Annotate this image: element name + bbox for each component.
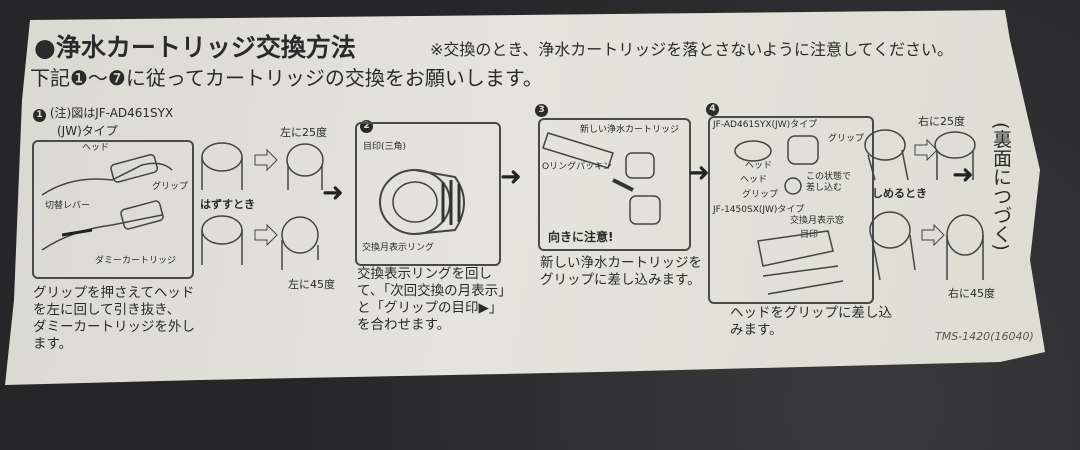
step2-description: 交換表示リングを回し て、「次回交換の月表示」 と「グリップの目印▶」 を合わせ… (357, 266, 512, 333)
label-grip: グリップ (828, 134, 865, 144)
step1-caption: 1 (注)図はJF-AD461SYX (JW)タイプ (33, 104, 173, 139)
faucet-remove-illustration (201, 142, 324, 270)
label-grip: グリップ (152, 182, 189, 192)
step2-illustration-box (355, 122, 501, 266)
right-45-label: 右に45度 (948, 287, 995, 300)
step3-illustration-box (538, 118, 691, 251)
head-insert-illustration (734, 135, 844, 295)
label-lever: 切替レバー (45, 201, 91, 211)
left-25-label: 左に25度 (280, 126, 327, 139)
subtitle: 下記❶～❼に従ってカートリッジの交換をお願いします。 (30, 66, 543, 90)
arrow-right-icon: ➜ (322, 178, 344, 208)
caution-orientation: 向きに注意! (548, 230, 614, 244)
step-number: 1 (33, 109, 46, 122)
step-number: 4 (706, 103, 719, 116)
right-25-label: 右に25度 (918, 115, 965, 128)
cartridge-illustration (542, 132, 661, 225)
caption-line: (JW)タイプ (57, 124, 118, 138)
label-state: この状態で 差し込む (806, 172, 852, 193)
label-ring: 交換月表示リング (362, 243, 435, 253)
step4-description: ヘッドをグリップに差し込 みます。 (730, 305, 892, 338)
caution-note: ※交換のとき、浄水カートリッジを落とさないように注意してください。 (430, 40, 954, 59)
step-number: 3 (535, 104, 548, 117)
label-mark: 目印(三角) (363, 142, 407, 152)
continue-label: (裏面につづく) (990, 122, 1012, 251)
arrow-right-icon: ➜ (500, 162, 522, 192)
ring-illustration (379, 169, 465, 235)
label-head2: ヘッド (740, 175, 768, 185)
label-dummy: ダミーカートリッジ (95, 256, 177, 266)
arrow-right-icon: ➜ (952, 160, 974, 190)
label-grip2: グリップ (742, 190, 779, 200)
step1-illustration-box (32, 140, 194, 279)
label-head: ヘッド (745, 161, 773, 171)
type1-label: JF-AD461SYX(JW)タイプ (713, 120, 818, 130)
step1-description: グリップを押さえてヘッド を左に回して引き抜き、 ダミーカートリッジを外し ます… (33, 285, 195, 352)
left-45-label: 左に45度 (288, 278, 335, 291)
step4-illustration-box (708, 116, 874, 304)
type2-label: JF-1450SX(JW)タイプ (713, 205, 805, 215)
label-window: 交換月表示窓 (790, 216, 845, 226)
step3-description: 新しい浄水カートリッジを グリップに差し込みます。 (540, 255, 702, 288)
label-mark: 目印 (800, 230, 819, 240)
document-code: TMS-1420(16040) (935, 330, 1034, 343)
tighten-label: しめるとき (872, 187, 927, 200)
page-title: ●浄水カートリッジ交換方法 (34, 33, 356, 62)
arrow-right-icon: ➜ (688, 158, 710, 188)
remove-label: はずすとき (200, 198, 255, 211)
label-head: ヘッド (82, 143, 110, 153)
label-new-cartridge: 新しい浄水カートリッジ (580, 125, 680, 135)
caption-line: (注)図はJF-AD461SYX (49, 106, 174, 120)
hands-illustration (41, 154, 173, 251)
faucet-tighten-illustration (864, 129, 984, 281)
label-oring: Oリングパッキン (542, 162, 612, 172)
